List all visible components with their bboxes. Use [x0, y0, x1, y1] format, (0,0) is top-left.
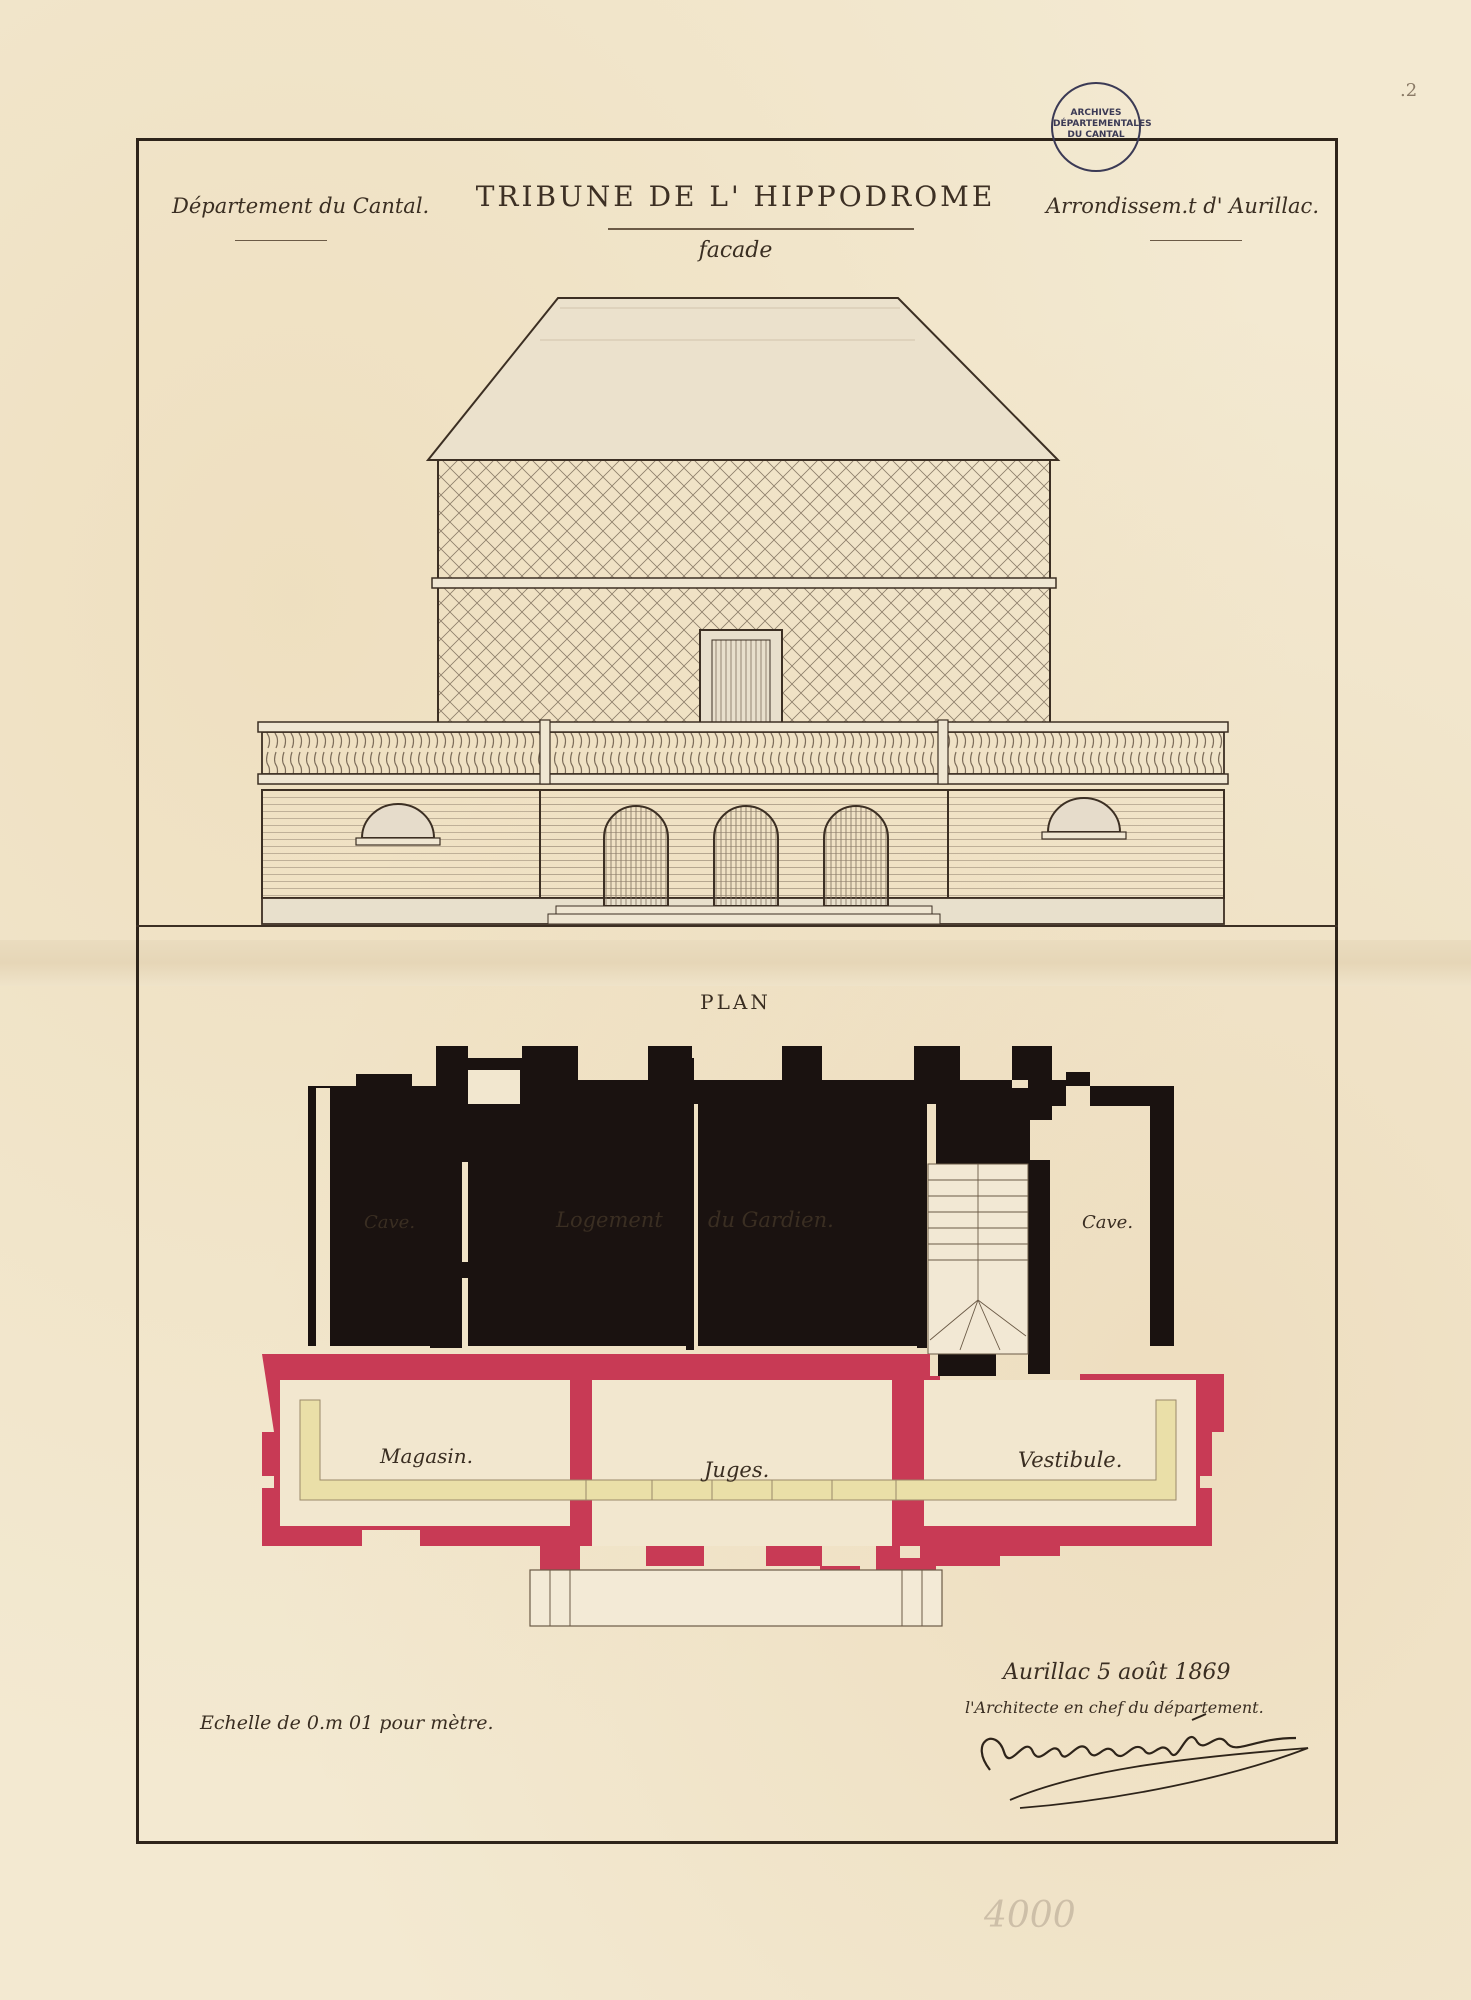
plan-gallery	[299, 1399, 1177, 1501]
room-label-gardien: du Gardien.	[708, 1208, 834, 1232]
facade-arch-door	[823, 805, 889, 907]
department-underline	[235, 240, 327, 241]
facade-lunette-window	[1046, 797, 1122, 833]
room-label-vestibule: Vestibule.	[1018, 1448, 1123, 1472]
margin-note: 4000	[984, 1895, 1076, 1936]
room-label-logement: Logement	[556, 1208, 663, 1232]
facade-label: facade	[698, 238, 773, 263]
plan-front-steps	[529, 1569, 943, 1627]
department-label: Département du Cantal.	[172, 194, 430, 218]
room-label-cave-left: Cave.	[364, 1212, 416, 1233]
plan-title: PLAN	[700, 990, 771, 1014]
arrondissement-underline	[1150, 240, 1242, 241]
facade-lunette-window	[360, 803, 436, 839]
title-underline	[608, 228, 914, 230]
facade-arch-door	[603, 805, 669, 907]
corner-mark: .2	[1400, 80, 1418, 101]
facade-arch-door	[713, 805, 779, 907]
scale-note: Echelle de 0.m 01 pour mètre.	[200, 1712, 494, 1734]
archive-stamp: ARCHIVES DÉPARTEMENTALES DU CANTAL	[1051, 82, 1152, 172]
place-date: Aurillac 5 août 1869	[1003, 1660, 1231, 1685]
drawing-title: TRIBUNE DE L' HIPPODROME	[475, 180, 996, 213]
room-label-cave-right: Cave.	[1082, 1212, 1134, 1233]
room-label-magasin: Magasin.	[380, 1444, 474, 1468]
architect-title: l'Architecte en chef du département.	[965, 1698, 1264, 1717]
facade-roof	[425, 297, 1061, 461]
archive-stamp-text: ARCHIVES DÉPARTEMENTALES DU CANTAL	[1053, 108, 1152, 140]
room-label-juges: Juges.	[704, 1458, 770, 1482]
drawing-frame	[136, 138, 1338, 1844]
arrondissement-label: Arrondissem.t d' Aurillac.	[1046, 194, 1319, 218]
paper-fold	[0, 940, 1471, 986]
